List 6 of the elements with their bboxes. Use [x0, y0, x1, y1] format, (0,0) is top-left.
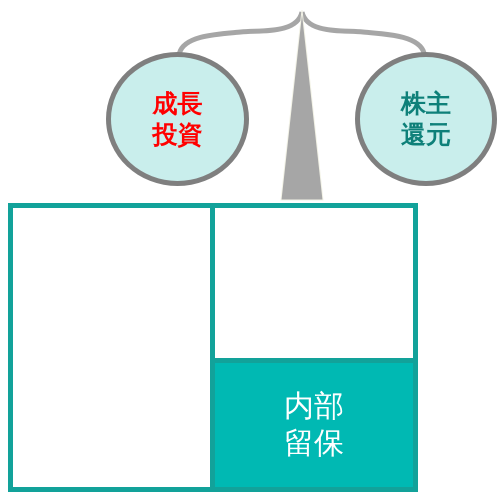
- filled-box: [215, 363, 413, 487]
- node-label: 成長投資: [152, 88, 204, 150]
- triangle-pillar: [281, 10, 323, 200]
- node-label: 株主還元: [400, 88, 452, 150]
- node-label: 内部留保: [283, 388, 345, 462]
- outline-box: [8, 203, 418, 492]
